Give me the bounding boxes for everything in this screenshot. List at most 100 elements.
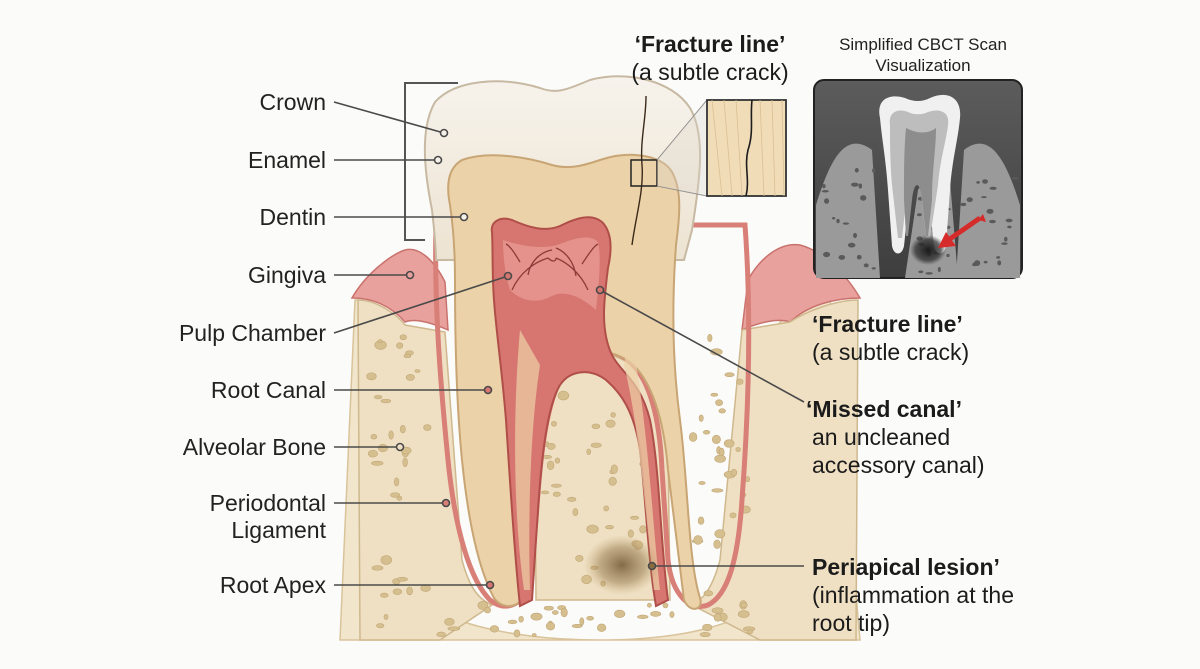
ct-bone-pore: [1001, 242, 1008, 245]
bone-pore: [388, 430, 394, 440]
bone-pore: [423, 424, 432, 431]
ct-bone-pore: [847, 242, 856, 248]
bone-pore: [543, 605, 554, 611]
ct-bone-pore: [916, 213, 922, 217]
bone-pore: [414, 369, 421, 373]
bone-pore: [662, 602, 669, 609]
ct-bone-pore: [856, 254, 862, 260]
bone-pore: [367, 449, 378, 458]
bone-pore: [693, 535, 703, 545]
bone-pore: [746, 629, 754, 635]
bone-pore: [736, 378, 744, 385]
annotation-fracture-right: ‘Fracture line’ (a subtle crack): [812, 310, 969, 366]
bone-pore: [484, 606, 491, 614]
bone-pore: [402, 457, 408, 468]
bone-pore: [723, 439, 735, 448]
bone-pore: [377, 444, 388, 453]
periapical-line1: (inflammation at the: [812, 582, 1014, 608]
periapical-lesion-shadow: [584, 535, 660, 595]
crown-bracket: [404, 82, 458, 241]
alveolar-bone-left: [357, 299, 494, 641]
annotation-missed-canal: ‘Missed canal’ an uncleaned accessory ca…: [806, 395, 985, 479]
annotation-fracture-top: ‘Fracture line’ (a subtle crack): [620, 30, 800, 86]
bone-pore: [531, 633, 537, 637]
fracture-zoom-texture: [711, 99, 785, 197]
bone-pore: [637, 614, 649, 619]
bone-pore: [380, 592, 389, 598]
bone-pore: [436, 631, 446, 637]
bone-pore: [639, 525, 647, 534]
ct-bone-pore: [823, 251, 831, 258]
bone-pore: [713, 539, 721, 549]
bone-pore: [551, 483, 562, 488]
bone-pore: [557, 390, 570, 401]
bone-pore: [371, 565, 384, 571]
bone-pore: [608, 476, 617, 486]
bone-pore: [383, 614, 389, 620]
bone-pore: [610, 464, 618, 474]
fracture-zoom-crack: [745, 99, 753, 197]
bone-pore: [711, 434, 721, 444]
bone-pore: [713, 613, 722, 622]
ct-bone-pore: [836, 218, 840, 224]
bone-pore: [406, 586, 413, 596]
bone-pore: [380, 398, 392, 404]
fracture-top-title: ‘Fracture line’: [634, 31, 786, 57]
bone-pore: [715, 399, 723, 407]
bone-pore: [507, 619, 518, 625]
ct-bone-pore: [974, 260, 981, 266]
bone-pore: [540, 490, 550, 495]
fracture-top-subtitle: (a subtle crack): [631, 59, 789, 85]
ct-bone-pore: [831, 217, 836, 220]
ct-bone-pore: [983, 260, 988, 264]
ct-bone-pore: [858, 183, 863, 189]
ct-bone-pore: [863, 263, 869, 268]
ct-bone-pore: [871, 267, 876, 270]
bone-pore: [552, 610, 559, 615]
bone-pore: [735, 447, 741, 452]
bone-pore: [714, 529, 726, 539]
fracture-right-title: ‘Fracture line’: [812, 311, 963, 337]
bone-pore: [546, 460, 555, 471]
bone-pore: [669, 611, 675, 618]
bone-pore: [698, 414, 704, 422]
ct-bone-pore: [980, 196, 987, 199]
bone-pore: [605, 419, 616, 428]
cbct-title-line2: Visualization: [875, 56, 971, 75]
bone-pore: [650, 611, 662, 617]
bone-pore: [551, 420, 557, 427]
bone-pore: [737, 610, 750, 618]
ct-bone-pore: [851, 182, 859, 187]
ct-bone-pore: [989, 186, 997, 190]
bone-pore: [554, 457, 561, 464]
bone-pore: [718, 408, 726, 414]
bone-pore: [530, 612, 543, 621]
annotation-periapical-lesion: Periapical lesion’ (inflammation at the …: [812, 553, 1014, 637]
ct-bone-pore: [1005, 218, 1013, 223]
label-root-canal: Root Canal: [210, 377, 326, 403]
label-dentin: Dentin: [259, 204, 326, 230]
bone-pore: [575, 555, 584, 562]
missed-canal-line1: an uncleaned: [812, 424, 951, 450]
fracture-zoom-lines: [656, 99, 708, 197]
ct-bone-pore: [996, 256, 1001, 259]
missed-canal-line2: accessory canal): [812, 452, 985, 478]
bone-pore: [586, 448, 592, 455]
ct-bone-pore: [976, 181, 980, 184]
bone-pore: [586, 524, 599, 534]
ct-bone-pore: [853, 232, 858, 239]
bone-pore: [380, 555, 392, 565]
ct-bone-pore: [1004, 236, 1008, 242]
bone-pore: [572, 508, 579, 517]
ct-bone-pore: [925, 272, 933, 275]
pulp-nerve-branches: [505, 243, 599, 291]
fracture-right-subtitle: (a subtle crack): [812, 339, 970, 365]
bone-pore: [444, 618, 455, 626]
ct-bone-pore: [838, 255, 846, 260]
bone-pore: [405, 374, 415, 381]
label-periodontal-line1: Periodontal: [209, 490, 326, 516]
bone-pore: [591, 423, 601, 430]
bone-pore: [370, 434, 378, 440]
bone-pore: [552, 491, 561, 497]
bone-pore: [711, 488, 724, 493]
